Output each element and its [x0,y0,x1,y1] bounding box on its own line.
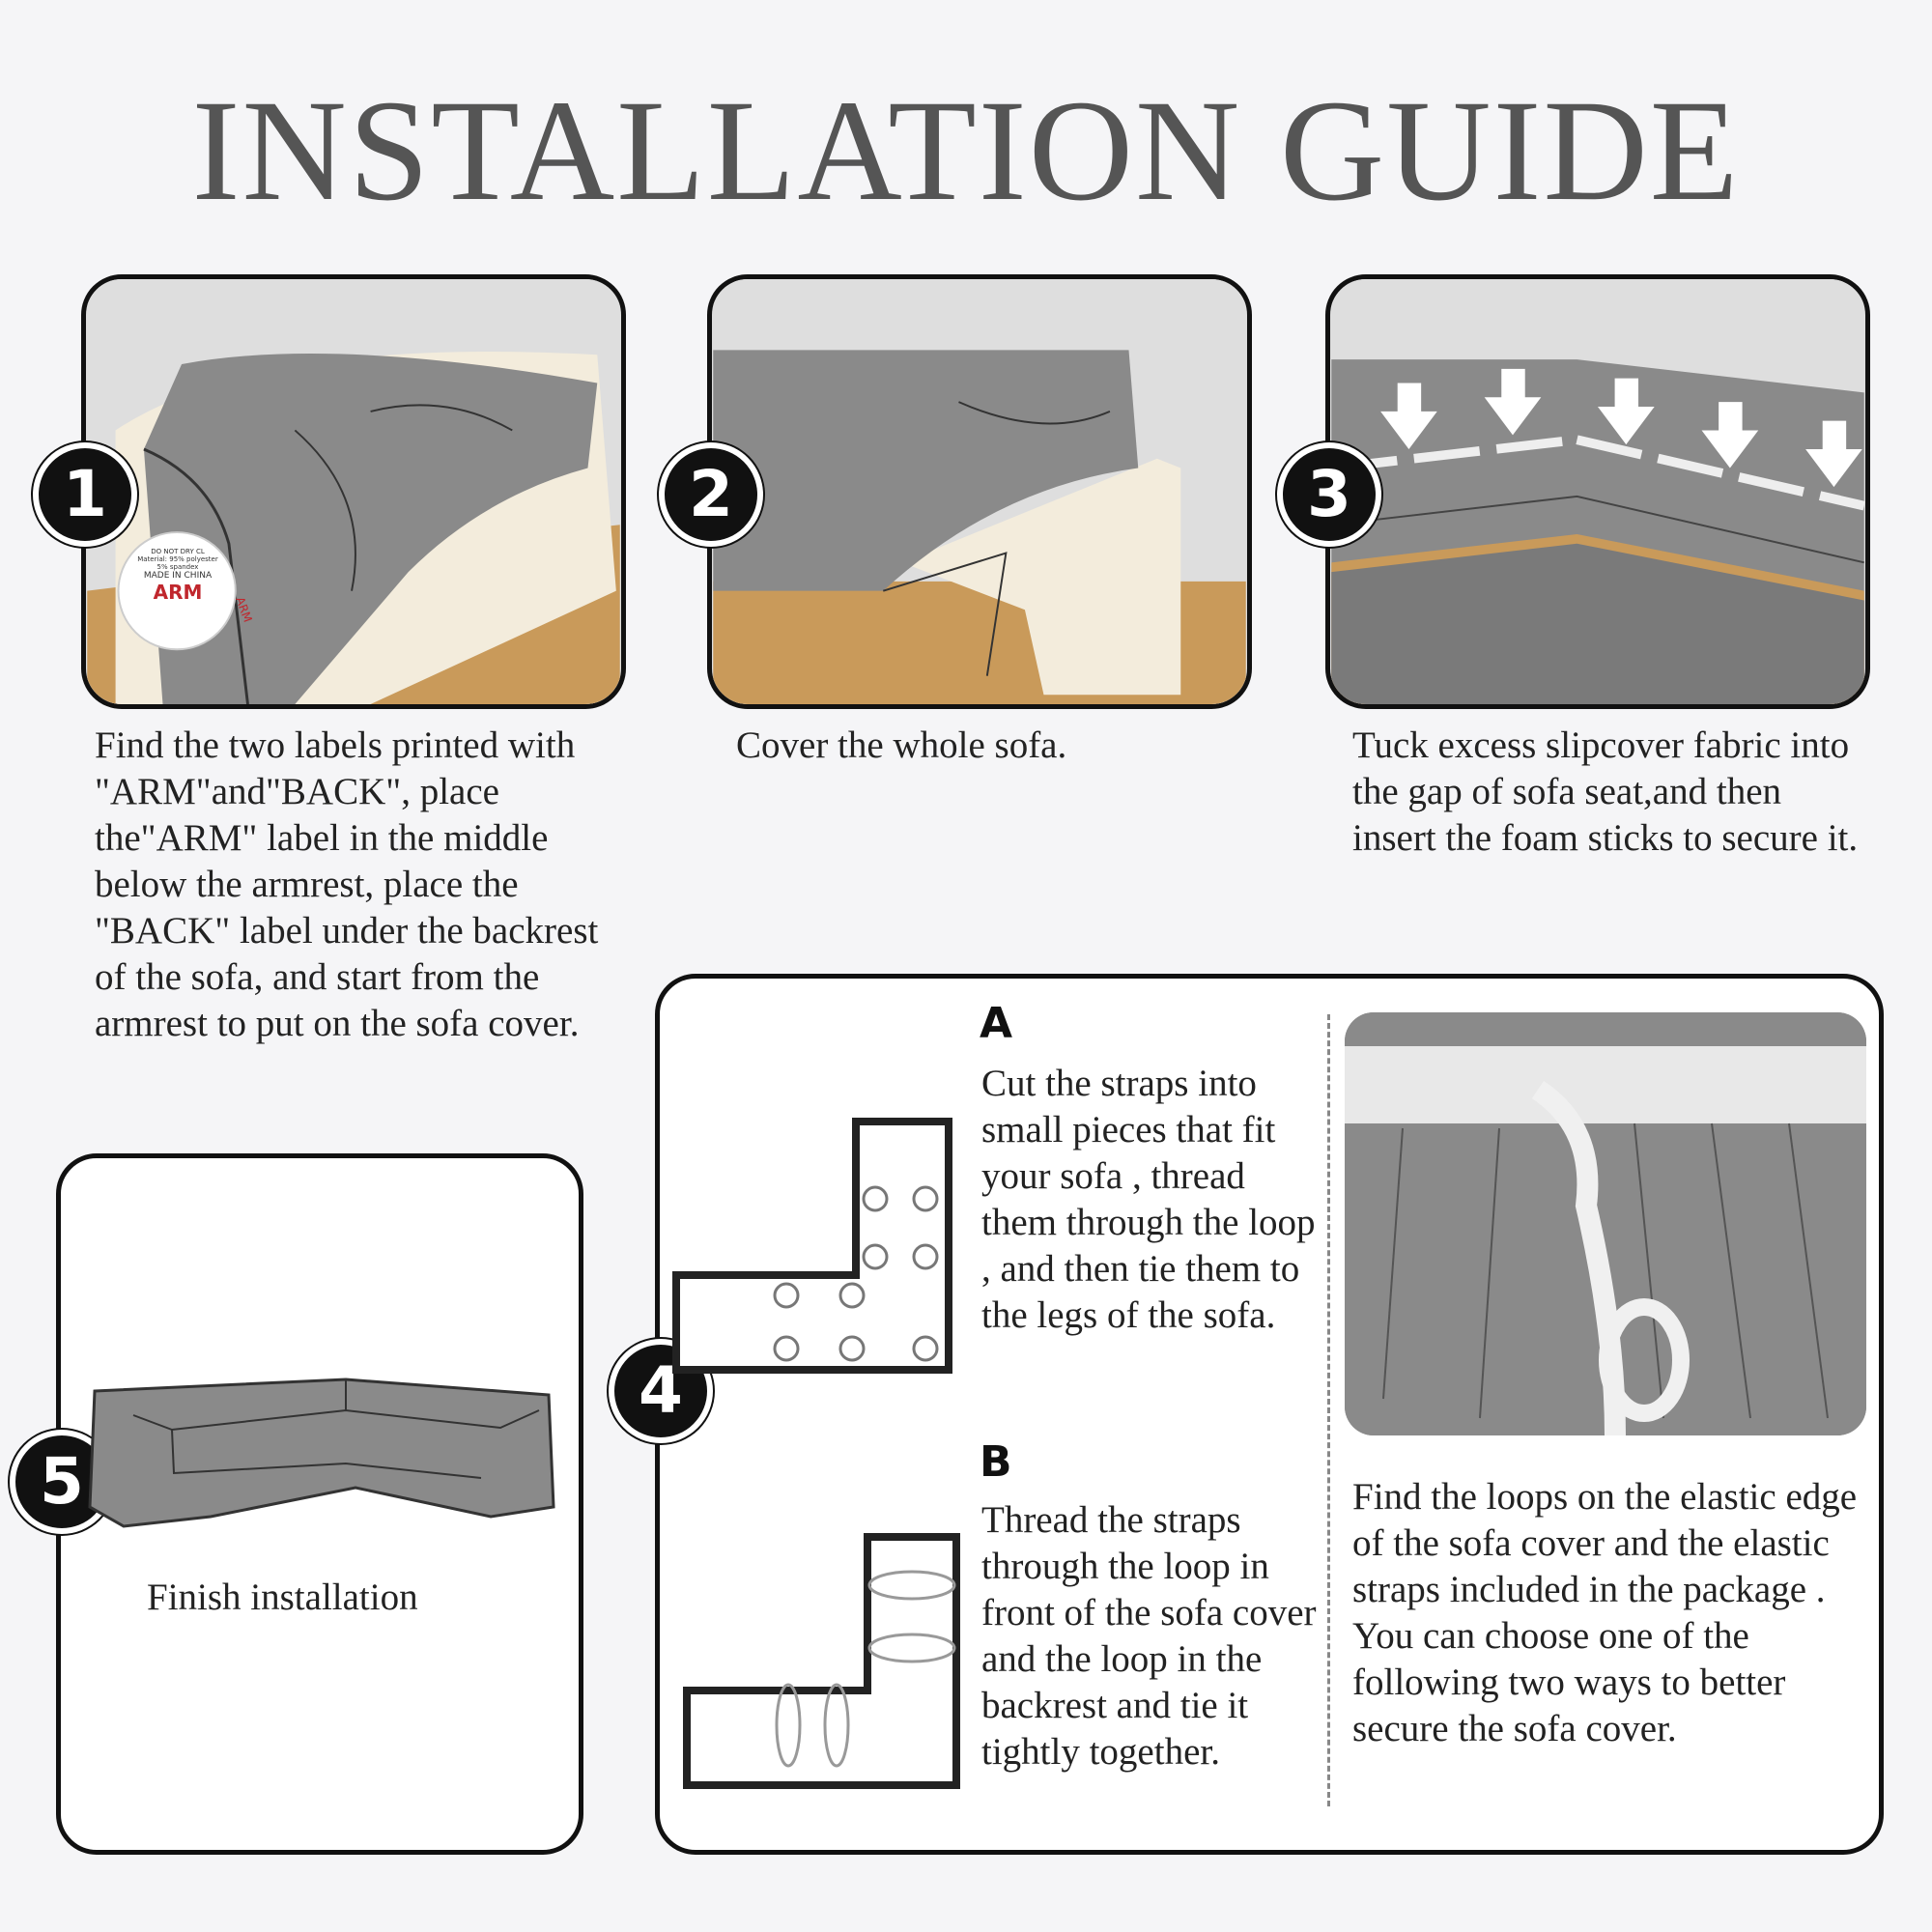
option-a-text: Cut the straps into small pieces that fi… [981,1063,1316,1336]
step-2-image [707,274,1252,709]
option-b-diagram [683,1533,960,1789]
step-5-caption: Finish installation [147,1577,418,1618]
option-b-letter: B [980,1437,1012,1487]
elastic-strap-illustration [1345,1012,1866,1435]
step-2-badge: 2 [659,442,763,547]
option-a-diagram [672,1118,952,1374]
step-4-badge: 4 [609,1339,713,1443]
step-1-caption: Find the two labels printed with "ARM"an… [95,724,599,1044]
step-1-illustration [87,279,620,704]
step-2-caption: Cover the whole sofa. [736,724,1067,766]
step-3-illustration [1330,279,1865,704]
care-label-arm: ARM [153,581,203,604]
divider-line [1327,1014,1330,1806]
step-1-image: DO NOT DRY CL Material: 95% polyester 5%… [81,274,626,709]
care-label-line-3: 5% spandex [156,563,199,571]
step-4-photo [1345,1012,1866,1435]
step-3-caption: Tuck excess slipcover fabric into the ga… [1352,724,1859,859]
option-b-text: Thread the straps through the loop in fr… [981,1499,1317,1773]
option-a-letter: A [980,999,1013,1048]
step-3-badge: 3 [1277,442,1381,547]
step-2-illustration [713,279,1246,704]
page-title: INSTALLATION GUIDE [191,71,1741,231]
care-label-line-4: MADE IN CHINA [143,571,213,581]
step-5-sofa [88,1378,555,1528]
care-label-line-1: DO NOT DRY CL [151,548,205,555]
care-label: DO NOT DRY CL Material: 95% polyester 5%… [125,548,231,604]
step-4-intro: Find the loops on the elastic edge of th… [1352,1476,1858,1749]
care-label-line-2: Material: 95% polyester [137,555,218,563]
step-3-image [1325,274,1870,709]
step-1-badge: 1 [33,442,137,547]
